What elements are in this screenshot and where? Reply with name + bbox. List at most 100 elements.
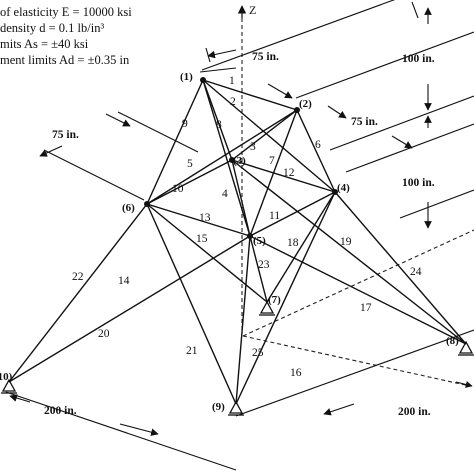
member-2 (202, 79, 336, 193)
dimension-labels: 75 in. 75 in. 75 in. 100 in. 100 in. 200… (44, 51, 435, 418)
member-label-19: 19 (340, 236, 352, 248)
ref-line-top-1 (201, 0, 396, 71)
dimension-lines (5, 0, 474, 471)
member-label-24: 24 (410, 266, 422, 278)
dim-base-right-ref (235, 329, 474, 417)
member-labels: 1 2 3 4 5 6 7 8 9 10 11 12 13 14 15 16 1… (72, 75, 422, 379)
node-label-5: (5) (253, 235, 266, 247)
dim-left-ref (43, 149, 145, 201)
member-16 (235, 191, 336, 405)
member-label-11: 11 (269, 210, 280, 222)
member-15 (146, 109, 298, 205)
node-label-7: (7) (268, 294, 281, 306)
member-label-7: 7 (269, 155, 275, 167)
node-dot-3 (229, 157, 235, 163)
member-label-1: 1 (229, 75, 235, 87)
member-18 (266, 191, 336, 303)
member-12 (231, 159, 336, 193)
member-label-21: 21 (186, 345, 198, 357)
node-label-9: (9) (212, 401, 225, 413)
node-label-2: (2) (299, 98, 312, 110)
node-dot-6 (144, 201, 150, 207)
supports (1, 300, 474, 416)
z-axis-label: Z (249, 3, 256, 17)
member-label-5: 5 (187, 158, 193, 170)
dim-top-tick-left (205, 47, 211, 63)
ref-line-top-2 (295, 31, 474, 99)
node-dot-5 (247, 233, 253, 239)
member-24 (334, 191, 467, 345)
dim-label-lower-height: 100 in. (402, 177, 435, 189)
support-triangle-node-7 (259, 300, 275, 314)
member-label-15: 15 (196, 233, 208, 245)
header-line-stress-limits: mits As = ±40 ksi (0, 37, 89, 51)
ref-line-low-1 (399, 189, 474, 219)
node-labels: (1) (2) (3) (4) (5) (6) (7) (8) (9) (10) (0, 71, 459, 413)
ref-line-mid-2 (345, 123, 474, 173)
header-line-displacement-limits: ment limits Ad = ±0.35 in (0, 53, 130, 67)
member-22 (8, 203, 148, 383)
node-dot-2 (294, 107, 300, 113)
dim-label-right-depth: 75 in. (351, 116, 378, 128)
member-label-9: 9 (182, 118, 188, 130)
dim-label-upper-height: 100 in. (402, 53, 435, 65)
member-1 (202, 79, 298, 111)
dim-bottom-arrow-left (9, 394, 31, 403)
member-label-6: 6 (315, 139, 321, 151)
node-dot-1 (200, 77, 206, 83)
member-14 (146, 203, 237, 405)
member-label-20: 20 (98, 328, 110, 340)
z-axis: Z (237, 3, 256, 330)
member-25 (235, 235, 251, 405)
member-label-2: 2 (230, 96, 236, 108)
node-label-4: (4) (337, 182, 350, 194)
node-label-6: (6) (122, 202, 135, 214)
dim-top-base (199, 67, 237, 73)
support-triangle-node-9 (228, 400, 244, 414)
header-line-elasticity: of elasticity E = 10000 ksi (0, 5, 132, 19)
dim-label-base-bottom: 200 in. (44, 405, 77, 417)
member-label-14: 14 (118, 275, 130, 287)
member-label-10: 10 (172, 183, 184, 195)
dim-label-top-width: 75 in. (252, 51, 279, 63)
dim-left-arrow-1 (105, 113, 131, 127)
dim-left-arrow-2 (39, 145, 63, 157)
dim-right-arrow-1 (327, 105, 347, 119)
support-triangle-node-8 (458, 340, 474, 354)
member-label-16: 16 (290, 367, 302, 379)
node-label-1: (1) (180, 71, 193, 83)
member-label-17: 17 (360, 302, 372, 314)
member-label-23: 23 (258, 259, 270, 271)
dim-left-ref-2 (117, 111, 199, 153)
member-label-3: 3 (250, 141, 256, 153)
member-label-25: 25 (252, 347, 264, 359)
member-10 (146, 159, 233, 205)
dim-label-left-width: 75 in. (52, 129, 79, 141)
header-line-density: density d = 0.1 lb/in³ (0, 21, 104, 35)
base-dashed-line-2 (242, 335, 471, 387)
member-13 (146, 203, 251, 237)
member-6 (296, 109, 336, 193)
member-label-22: 22 (72, 271, 84, 283)
member-label-12: 12 (283, 167, 295, 179)
member-8 (231, 159, 251, 237)
member-label-13: 13 (199, 212, 211, 224)
node-dots (144, 77, 338, 239)
member-label-8: 8 (216, 119, 222, 131)
member-label-4: 4 (222, 188, 228, 200)
dim-base-right-arrow (323, 403, 355, 416)
member-19 (231, 159, 467, 345)
dim-label-base-right: 200 in. (398, 406, 431, 418)
base-dashed-arrow (455, 381, 473, 388)
base-reference-lines (242, 229, 474, 388)
node-dot-4 (332, 189, 338, 195)
material-properties: of elasticity E = 10000 ksi density d = … (0, 5, 132, 67)
member-11 (249, 191, 336, 237)
dim-top-right-tick (411, 1, 419, 19)
member-4 (146, 79, 204, 205)
dim-top-arrow-left (207, 49, 237, 59)
member-5 (231, 109, 298, 161)
member-label-18: 18 (287, 237, 299, 249)
dim-bottom-ref (5, 391, 237, 471)
